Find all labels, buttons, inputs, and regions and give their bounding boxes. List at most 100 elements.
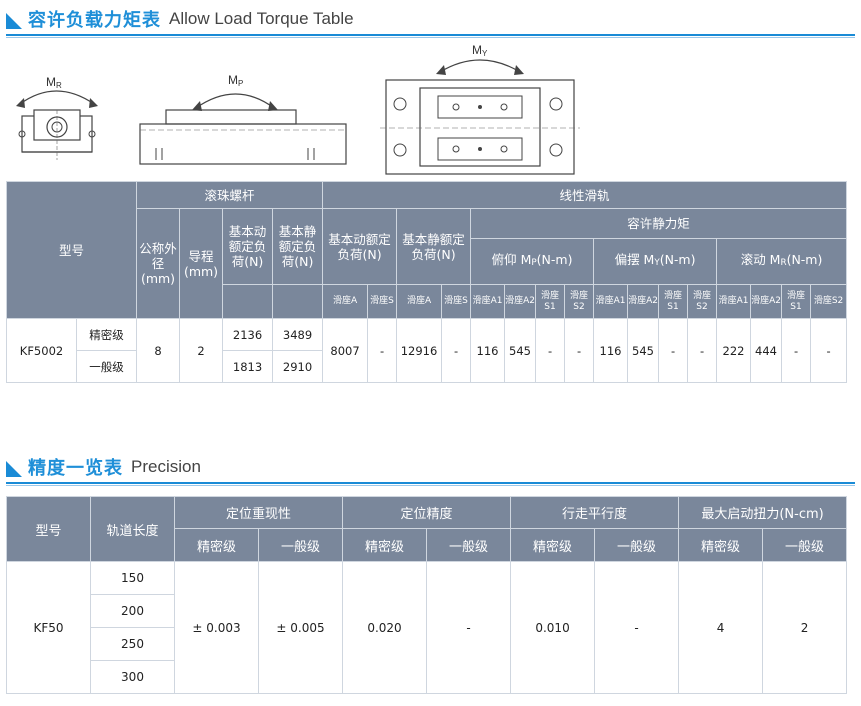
header-static-load: 基本静额定负荷(N) [272, 208, 324, 285]
header-lead: 导程(mm) [179, 208, 224, 319]
header-precision-grade: 精密级 [342, 528, 428, 562]
cell-repeat-normal: ± 0.005 [257, 561, 344, 694]
cell-static-load-precision: 3489 [272, 318, 324, 351]
header-pitch: 俯仰 MP(N-m) [470, 238, 595, 285]
header-empty-cell [272, 284, 324, 319]
header-slider-a2: 滑座A2 [627, 284, 660, 319]
cell-dynamic-load-precision: 2136 [222, 318, 274, 351]
header-slider-a: 滑座A [396, 284, 443, 319]
header-slider-a: 滑座A [322, 284, 369, 319]
header-precision-grade: 精密级 [678, 528, 764, 562]
cell-yaw-s1: - [658, 318, 689, 383]
section-title-cn: 精度一览表 [28, 458, 123, 479]
diagram-label-mp: MP [228, 73, 243, 88]
diagram-label-mr: MR [46, 75, 62, 90]
cell-rail-length: 300 [90, 660, 175, 694]
section-divider-thin [6, 485, 855, 486]
header-static-torque: 容许静力矩 [470, 208, 848, 239]
header-slider-a1: 滑座A1 [593, 284, 629, 319]
header-positioning-accuracy: 定位精度 [342, 496, 512, 529]
cell-pitch-s2: - [564, 318, 595, 383]
header-model: 型号 [6, 496, 91, 562]
cell-torque-precision: 4 [678, 561, 764, 694]
cell-parallel-normal: - [594, 561, 680, 694]
cell-guide-dynamic-s: - [367, 318, 398, 383]
header-yaw: 偏摆 MY(N-m) [593, 238, 718, 285]
section-title-load-torque: 容许负载力矩表 Allow Load Torque Table [6, 6, 354, 32]
triangle-marker-icon [6, 13, 22, 29]
section-divider-thin [6, 37, 855, 38]
cell-yaw-a1: 116 [593, 318, 629, 383]
cell-accuracy-normal: - [426, 561, 512, 694]
header-repeatability: 定位重现性 [173, 496, 344, 529]
header-model: 型号 [5, 181, 138, 319]
section-title-precision: 精度一览表 Precision [6, 454, 201, 480]
header-slider-s1: 滑座S1 [781, 284, 812, 319]
cell-repeat-precision: ± 0.003 [174, 561, 259, 694]
header-normal-grade: 一般级 [426, 528, 512, 562]
header-linear-guide: 线性滑轨 [322, 181, 848, 209]
cell-torque-normal: 2 [762, 561, 848, 694]
cell-roll-a2: 444 [750, 318, 783, 383]
header-normal-grade: 一般级 [257, 528, 344, 562]
section-title-en: Allow Load Torque Table [169, 9, 354, 28]
header-nominal-diameter: 公称外径(mm) [136, 208, 181, 319]
roll-moment-diagram: MR [16, 75, 98, 160]
cell-pitch-s1: - [535, 318, 566, 383]
triangle-marker-icon [6, 461, 22, 477]
header-roll: 滚动 MR(N-m) [716, 238, 848, 285]
header-precision-grade: 精密级 [174, 528, 259, 562]
cell-model: KF5002 [6, 318, 77, 383]
cell-guide-static-s: - [441, 318, 472, 383]
header-slider-a2: 滑座A2 [504, 284, 537, 319]
cell-roll-s1: - [781, 318, 812, 383]
cell-grade-normal: 一般级 [75, 350, 138, 383]
cell-pitch-a1: 116 [470, 318, 506, 383]
header-running-parallelism: 行走平行度 [510, 496, 680, 529]
cell-grade-precision: 精密级 [75, 318, 138, 351]
header-slider-a1: 滑座A1 [470, 284, 506, 319]
cell-rail-length: 150 [90, 561, 175, 595]
cell-parallel-precision: 0.010 [510, 561, 596, 694]
header-dynamic-load: 基本动额定负荷(N) [222, 208, 274, 285]
header-empty-cell [222, 284, 274, 319]
section-title-en: Precision [131, 457, 201, 476]
cell-pitch-a2: 545 [504, 318, 537, 383]
cell-guide-dynamic-a: 8007 [322, 318, 369, 383]
cell-static-load-normal: 2910 [272, 350, 324, 383]
cell-rail-length: 250 [90, 627, 175, 661]
cell-yaw-a2: 545 [627, 318, 660, 383]
cell-guide-static-a: 12916 [396, 318, 443, 383]
header-normal-grade: 一般级 [762, 528, 848, 562]
header-slider-s1: 滑座S1 [658, 284, 689, 319]
yaw-moment-diagram: MY [380, 43, 580, 175]
header-slider-a2: 滑座A2 [750, 284, 783, 319]
header-ballscrew: 滚珠螺杆 [136, 181, 324, 209]
cell-dynamic-load-normal: 1813 [222, 350, 274, 383]
allow-load-torque-table: 型号 滚珠螺杆 线性滑轨 公称外径(mm) 导程(mm) 基本动额定负荷(N) … [5, 181, 848, 383]
header-slider-s2: 滑座S2 [564, 284, 595, 319]
section-divider [6, 34, 855, 36]
cell-rail-length: 200 [90, 594, 175, 628]
header-rail-length: 轨道长度 [90, 496, 175, 562]
header-max-starting-torque: 最大启动扭力(N-cm) [678, 496, 848, 529]
diagram-label-my: MY [472, 43, 488, 58]
cell-roll-s2: - [810, 318, 848, 383]
header-normal-grade: 一般级 [594, 528, 680, 562]
section-title-cn: 容许负载力矩表 [28, 10, 161, 31]
cell-lead: 2 [179, 318, 224, 383]
cell-roll-a1: 222 [716, 318, 752, 383]
cell-accuracy-precision: 0.020 [342, 561, 428, 694]
header-precision-grade: 精密级 [510, 528, 596, 562]
header-slider-s2: 滑座S2 [687, 284, 718, 319]
cell-model: KF50 [6, 561, 91, 694]
precision-table: 型号 轨道长度 定位重现性 定位精度 行走平行度 最大启动扭力(N-cm) 精密… [6, 496, 848, 694]
section-divider [6, 482, 855, 484]
header-slider-s2: 滑座S2 [810, 284, 848, 319]
header-guide-dynamic-load: 基本动额定负荷(N) [322, 208, 398, 285]
cell-nominal-diameter: 8 [136, 318, 181, 383]
header-slider-s: 滑座S [367, 284, 398, 319]
cell-yaw-s2: - [687, 318, 718, 383]
pitch-moment-diagram: MP [139, 73, 347, 165]
header-slider-s: 滑座S [441, 284, 472, 319]
